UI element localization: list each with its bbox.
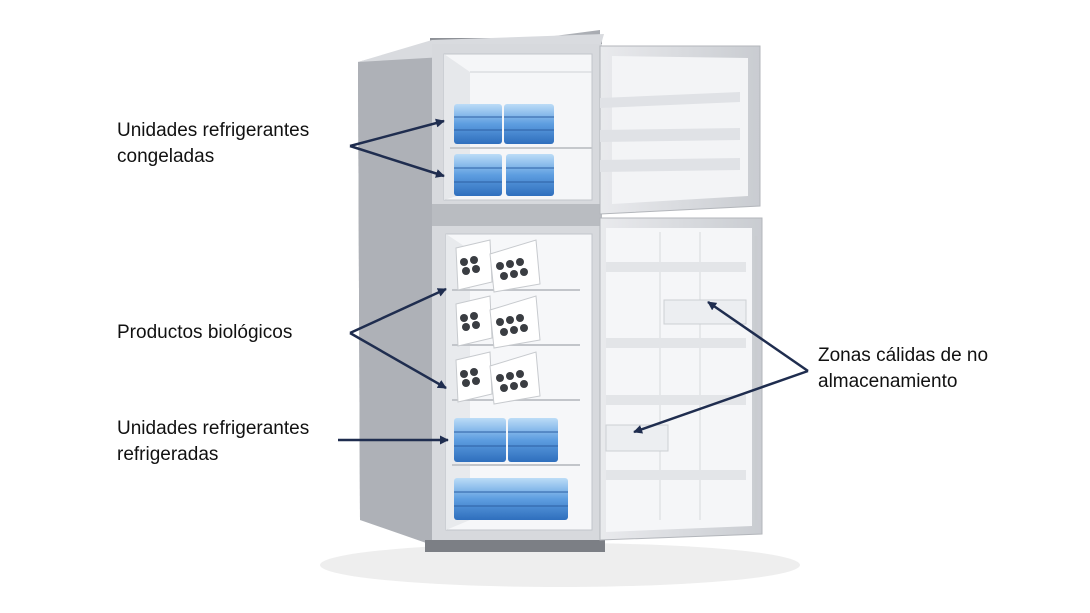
callout-arrows	[338, 118, 809, 445]
door-shelf	[606, 470, 746, 480]
cold-pack-stack	[454, 104, 502, 144]
label-biologics-line1: Productos biológicos	[117, 322, 293, 343]
label-frozen-line1: Unidades refrigerantes	[117, 120, 310, 141]
vaccine-box	[489, 239, 541, 293]
door-shelf	[606, 262, 746, 272]
vaccine-box	[489, 351, 541, 405]
vaccine-box	[455, 351, 493, 403]
fridge-door	[599, 217, 763, 541]
label-warm-zones: Zonas cálidas de no almacenamiento	[818, 343, 988, 395]
label-chilled-packs: Unidades refrigerantes refrigeradas	[117, 416, 309, 468]
vaccine-box	[489, 295, 541, 349]
label-chilled-line2: refrigeradas	[117, 444, 219, 465]
arrow-warm-upper	[707, 300, 809, 373]
label-frozen-packs: Unidades refrigerantes congeladas	[117, 118, 309, 170]
arrow-biologics-lower	[349, 331, 447, 390]
label-frozen-line2: congeladas	[117, 146, 215, 167]
arrow-frozen-upper	[349, 118, 445, 148]
compartment-divider	[432, 204, 602, 226]
door-shelf	[605, 424, 669, 452]
cold-pack-stack	[508, 418, 558, 462]
arrow-frozen-lower	[349, 144, 445, 178]
arrow-biologics-upper	[349, 287, 447, 335]
cold-pack-stack	[504, 478, 568, 520]
chilled-packs	[454, 418, 568, 520]
cold-pack-stack	[454, 418, 506, 462]
vaccine-box	[455, 295, 493, 347]
vaccine-box	[455, 239, 493, 291]
cold-pack-stack	[506, 154, 554, 196]
cold-pack-stack	[504, 104, 554, 144]
label-biologics: Productos biológicos	[117, 320, 292, 346]
label-chilled-line1: Unidades refrigerantes	[117, 418, 310, 439]
freezer-door	[599, 45, 761, 215]
arrow-warm-lower	[633, 369, 809, 434]
frozen-packs	[454, 104, 554, 196]
floor-shadow	[320, 543, 800, 587]
label-warm-line1: Zonas cálidas de no	[818, 345, 989, 366]
cold-pack-stack	[454, 154, 502, 196]
door-shelf	[606, 338, 746, 348]
label-warm-line2: almacenamiento	[818, 371, 958, 392]
door-shelf	[606, 395, 746, 405]
biological-products	[455, 239, 541, 405]
